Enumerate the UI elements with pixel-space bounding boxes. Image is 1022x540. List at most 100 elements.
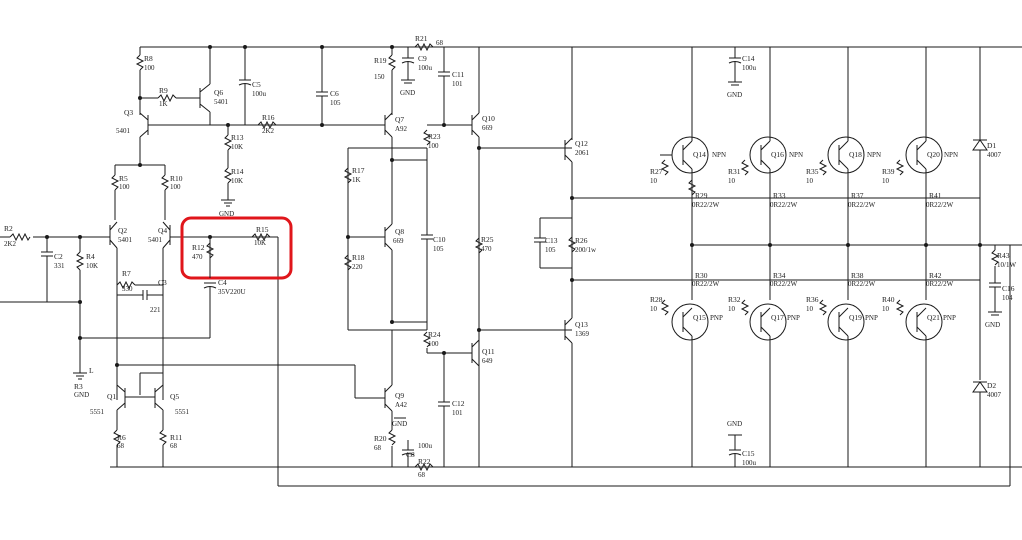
- r40-value: 10: [882, 305, 890, 313]
- q1-label: Q1: [107, 392, 116, 401]
- q3-label: Q3: [124, 108, 133, 117]
- q7-label: Q7: [395, 115, 404, 124]
- c6-label: C6: [330, 89, 339, 98]
- highlighted-feedback: R12 470 R15 10K C4 35V220U: [180, 216, 293, 338]
- r33-value: 0R22/2W: [770, 201, 798, 209]
- r28-label: R28: [650, 295, 663, 304]
- q12-value: 2061: [575, 149, 590, 157]
- q18-type: NPN: [867, 151, 881, 159]
- output-pnp: Q15 PNP R28 10 R30 0R22/2W Q17 PNP R32 1…: [650, 198, 956, 467]
- r37-value: 0R22/2W: [848, 201, 876, 209]
- r22-label: R22: [418, 457, 431, 466]
- c3-label: C3: [158, 278, 167, 287]
- r42-label: R42: [929, 271, 942, 280]
- c11-value: 101: [452, 80, 463, 88]
- c3-value: 221: [150, 306, 161, 314]
- r38-label: R38: [851, 271, 864, 280]
- c15-value: 100u: [742, 459, 757, 467]
- c2-label: C2: [54, 252, 63, 261]
- r27-value: 10: [650, 177, 658, 185]
- r3-label: R3: [74, 382, 83, 391]
- c13-label: C13: [545, 236, 558, 245]
- r29-value: 0R22/2W: [692, 201, 720, 209]
- q2-label: Q2: [118, 226, 127, 235]
- r19-label: R19: [374, 56, 387, 65]
- r10-label: R10: [170, 174, 183, 183]
- diff-pair: R5 100 R10 100 Q2 5401 Q4 5401 R7 330: [100, 140, 278, 400]
- r42-value: 0R22/2W: [926, 280, 954, 288]
- c9-value: 100u: [418, 64, 433, 72]
- c14-gnd: GND: [727, 91, 742, 99]
- q9-value: A42: [395, 401, 408, 409]
- rail-caps: C14 100u GND GND C15 100u: [727, 47, 757, 467]
- r43-label: R43: [997, 251, 1010, 260]
- q15-label: Q15: [693, 313, 706, 322]
- rails: [110, 46, 1022, 487]
- q14-type: NPN: [712, 151, 726, 159]
- r37-label: R37: [851, 191, 864, 200]
- q9-label: Q9: [395, 391, 404, 400]
- r4-value: 10K: [86, 262, 98, 270]
- q20-type: NPN: [944, 151, 958, 159]
- q7-value: A92: [395, 125, 408, 133]
- output-npn: Q14 NPN R27 10 R29 0R22/2W Q16 NPN R31 1…: [650, 47, 958, 209]
- d1-label: D1: [987, 141, 996, 150]
- r14-value: 10K: [231, 177, 243, 185]
- r31-value: 10: [728, 177, 736, 185]
- c14-value: 100u: [742, 64, 757, 72]
- r20-label: R20: [374, 434, 387, 443]
- c5-value: 100u: [252, 90, 267, 98]
- r30-label: R30: [695, 271, 708, 280]
- c13-value: 105: [545, 246, 556, 254]
- r17-value: 1K: [352, 176, 361, 184]
- q13-value: 1369: [575, 330, 590, 338]
- r3-gnd: GND: [74, 391, 89, 399]
- r38-value: 0R22/2W: [848, 280, 876, 288]
- c11-label: C11: [452, 70, 464, 79]
- r15-value: 10K: [254, 239, 266, 247]
- r43-value: 10/1W: [997, 261, 1016, 269]
- q4-value: 5401: [148, 236, 163, 244]
- r9-label: R9: [159, 86, 168, 95]
- r26-value: 200/1w: [575, 246, 597, 254]
- r4-label: R4: [86, 252, 95, 261]
- r19-value: 150: [374, 73, 385, 81]
- r10-value: 100: [170, 183, 181, 191]
- r6-value: 68: [117, 442, 125, 450]
- c5-label: C5: [252, 80, 261, 89]
- r27-label: R27: [650, 167, 663, 176]
- r40-label: R40: [882, 295, 895, 304]
- r21-value: 68: [436, 39, 444, 47]
- bias-stage: R8 100 R9 1K Q6 5401 Q3 5401 C5 100u: [116, 45, 385, 218]
- q17-type: PNP: [787, 314, 800, 322]
- r36-label: R36: [806, 295, 819, 304]
- q20-label: Q20: [927, 150, 940, 159]
- q19-label: Q19: [849, 313, 862, 322]
- r20-value: 68: [374, 444, 382, 452]
- q19-type: PNP: [865, 314, 878, 322]
- q10-label: Q10: [482, 114, 495, 123]
- driver-stage: Q10 669 Q11 649 C12 101 R25 470: [438, 47, 572, 467]
- c12-label: C12: [452, 399, 465, 408]
- c8-value: 100u: [418, 442, 433, 450]
- r14-gnd: GND: [219, 210, 234, 218]
- c6-value: 105: [330, 99, 341, 107]
- c16-value: 104: [1002, 294, 1013, 302]
- l-label: L: [89, 366, 94, 375]
- q6-label: Q6: [214, 88, 223, 97]
- q11-value: 649: [482, 357, 493, 365]
- highlight-box: [180, 216, 293, 280]
- q12-label: Q12: [575, 139, 588, 148]
- r32-label: R32: [728, 295, 741, 304]
- r34-label: R34: [773, 271, 786, 280]
- d1-value: 4007: [987, 151, 1002, 159]
- r8-label: R8: [144, 54, 153, 63]
- r36-value: 10: [806, 305, 814, 313]
- r12-label: R12: [192, 243, 205, 252]
- c16-label: C16: [1002, 284, 1015, 293]
- r7-label: R7: [122, 269, 131, 278]
- q9-gnd: GND: [392, 420, 407, 428]
- r21-label: R21: [415, 34, 428, 43]
- r11-value: 68: [170, 442, 178, 450]
